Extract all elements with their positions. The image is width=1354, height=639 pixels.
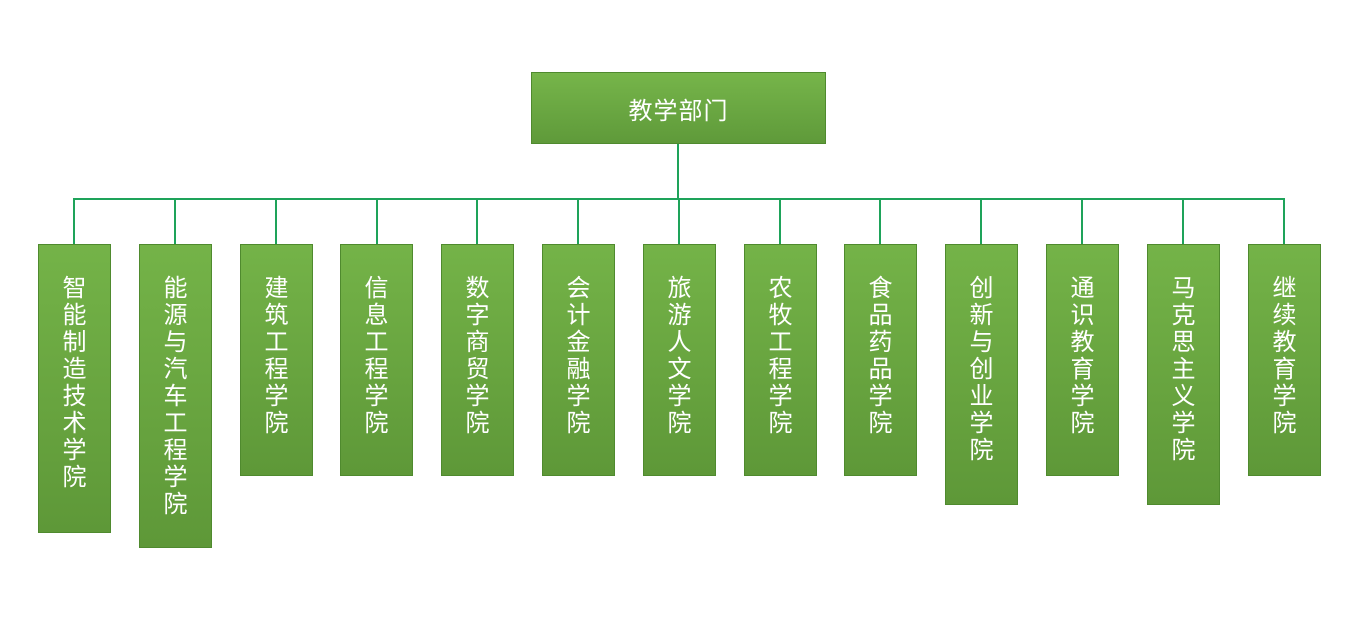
child-node-label: 农牧工程学院 xyxy=(768,274,793,437)
child-node-food-drug: 食品药品学院 xyxy=(844,244,917,476)
child-connector-1 xyxy=(73,198,75,244)
child-node-label: 数字商贸学院 xyxy=(465,274,490,437)
child-connector-12 xyxy=(1182,198,1184,244)
child-node-label: 智能制造技术学院 xyxy=(62,274,87,491)
child-node-label: 食品药品学院 xyxy=(868,274,893,437)
child-node-label: 会计金融学院 xyxy=(566,274,591,437)
child-node-label: 能源与汽车工程学院 xyxy=(163,274,188,518)
child-node-digital-commerce: 数字商贸学院 xyxy=(441,244,514,476)
root-node-label: 教学部门 xyxy=(628,96,729,125)
child-node-innovation-entrepreneurship: 创新与创业学院 xyxy=(945,244,1018,505)
child-node-intelligent-manufacturing: 智能制造技术学院 xyxy=(38,244,111,533)
child-connector-10 xyxy=(980,198,982,244)
root-node-teaching-departments: 教学部门 xyxy=(531,72,826,144)
child-node-label: 通识教育学院 xyxy=(1070,274,1095,437)
child-node-agriculture-engineering: 农牧工程学院 xyxy=(744,244,817,476)
child-node-label: 马克思主义学院 xyxy=(1171,274,1196,464)
child-connector-6 xyxy=(577,198,579,244)
child-connector-9 xyxy=(879,198,881,244)
root-connector-vertical xyxy=(677,144,679,199)
child-node-accounting-finance: 会计金融学院 xyxy=(542,244,615,476)
child-node-tourism-humanities: 旅游人文学院 xyxy=(643,244,716,476)
child-node-label: 继续教育学院 xyxy=(1272,274,1297,437)
child-connector-5 xyxy=(476,198,478,244)
child-connector-11 xyxy=(1081,198,1083,244)
child-connector-8 xyxy=(779,198,781,244)
child-node-label: 信息工程学院 xyxy=(364,274,389,437)
child-node-label: 建筑工程学院 xyxy=(264,274,289,437)
child-node-label: 创新与创业学院 xyxy=(969,274,994,464)
child-connector-7 xyxy=(678,198,680,244)
child-node-information-engineering: 信息工程学院 xyxy=(340,244,413,476)
child-node-continuing-education: 继续教育学院 xyxy=(1248,244,1321,476)
child-connector-2 xyxy=(174,198,176,244)
child-node-general-education: 通识教育学院 xyxy=(1046,244,1119,476)
child-connector-3 xyxy=(275,198,277,244)
child-connector-4 xyxy=(376,198,378,244)
child-node-label: 旅游人文学院 xyxy=(667,274,692,437)
child-node-energy-automotive: 能源与汽车工程学院 xyxy=(139,244,212,548)
child-node-marxism: 马克思主义学院 xyxy=(1147,244,1220,505)
child-connector-13 xyxy=(1283,198,1285,244)
child-node-construction-engineering: 建筑工程学院 xyxy=(240,244,313,476)
